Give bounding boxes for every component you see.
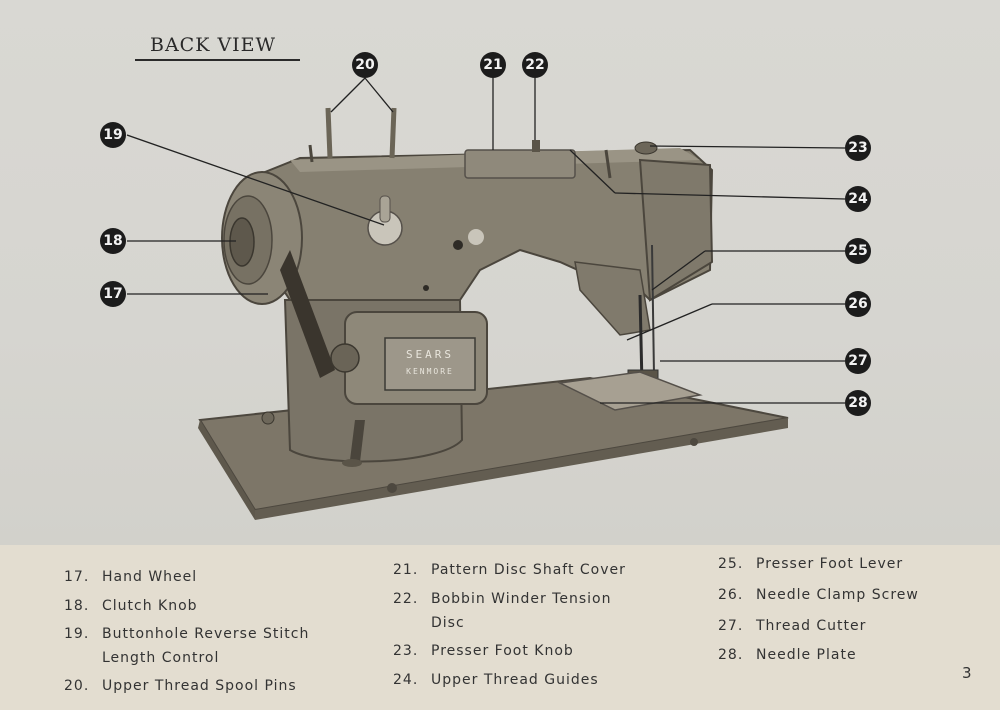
legend-item-27: 27.Thread Cutter	[718, 618, 867, 634]
legend-item-17: 17.Hand Wheel	[64, 569, 198, 585]
callout-24: 24	[845, 186, 871, 212]
legend-item-21: 21.Pattern Disc Shaft Cover	[393, 562, 626, 578]
legend-item-28: 28.Needle Plate	[718, 647, 857, 663]
callout-18: 18	[100, 228, 126, 254]
legend-label: Upper Thread Guides	[431, 672, 599, 688]
legend-label: Presser Foot Knob	[431, 643, 574, 659]
legend-item-26: 26.Needle Clamp Screw	[718, 587, 919, 603]
legend-label-line2: Length Control	[102, 650, 220, 666]
legend-label: Clutch Knob	[102, 598, 198, 614]
legend-label: Hand Wheel	[102, 569, 198, 585]
legend-label: Bobbin Winder Tension	[431, 591, 612, 607]
brand-plate-line1: SEARS	[406, 348, 454, 361]
legend-area	[0, 545, 1000, 710]
legend-item-18: 18.Clutch Knob	[64, 598, 198, 614]
legend-item-19: 19.Buttonhole Reverse Stitch Length Cont…	[64, 622, 309, 670]
leader-lines	[126, 77, 846, 404]
callout-20: 20	[352, 52, 378, 78]
legend-label: Upper Thread Spool Pins	[102, 678, 297, 694]
legend-label: Presser Foot Lever	[756, 556, 904, 572]
callout-21: 21	[480, 52, 506, 78]
callout-28: 28	[845, 390, 871, 416]
callout-26: 26	[845, 291, 871, 317]
legend-label: Needle Plate	[756, 647, 857, 663]
callout-25: 25	[845, 238, 871, 264]
pattern-disc-cover	[464, 149, 576, 179]
page-number: 3	[962, 664, 972, 682]
legend-item-22: 22.Bobbin Winder Tension Disc	[393, 587, 611, 635]
title-underline	[135, 59, 300, 61]
callout-27: 27	[845, 348, 871, 374]
legend-label: Buttonhole Reverse Stitch	[102, 626, 310, 642]
legend-item-20: 20.Upper Thread Spool Pins	[64, 678, 297, 694]
callout-23: 23	[845, 135, 871, 161]
sewing-machine-illustration: SEARS KENMORE	[126, 77, 846, 520]
legend-label: Pattern Disc Shaft Cover	[431, 562, 626, 578]
callout-19: 19	[100, 122, 126, 148]
clutch-knob	[229, 217, 255, 267]
page-title: BACK VIEW	[150, 34, 277, 56]
legend-label: Needle Clamp Screw	[756, 587, 919, 603]
callout-22: 22	[522, 52, 548, 78]
legend-item-24: 24.Upper Thread Guides	[393, 672, 599, 688]
needle-plate	[557, 371, 703, 411]
legend-label-line2: Disc	[431, 615, 465, 631]
legend-item-23: 23.Presser Foot Knob	[393, 643, 574, 659]
brand-plate-line2: KENMORE	[406, 367, 454, 376]
legend-label: Thread Cutter	[756, 618, 867, 634]
legend-item-25: 25.Presser Foot Lever	[718, 556, 904, 572]
callout-17: 17	[100, 281, 126, 307]
